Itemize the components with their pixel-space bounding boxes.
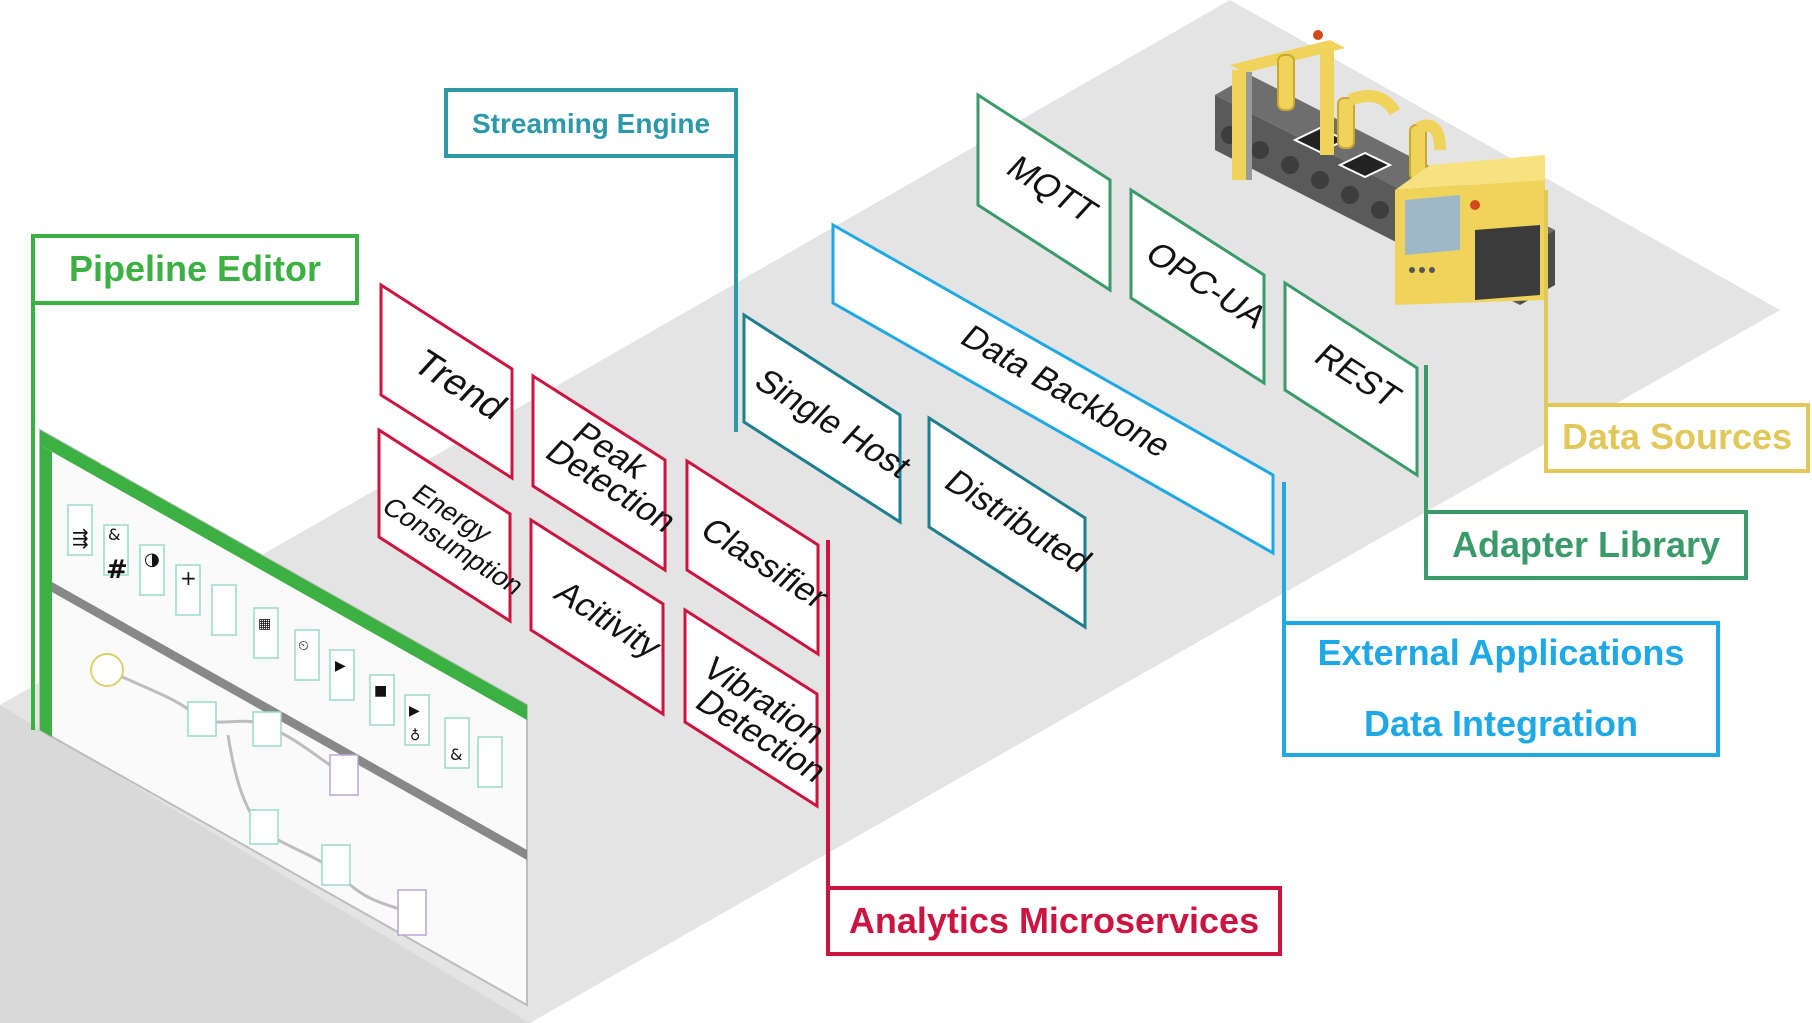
svg-text:&: & (108, 525, 120, 544)
svg-text:+: + (180, 566, 197, 590)
card-distributed (927, 415, 1087, 630)
pipeline-editor-title: Pipeline Editor (69, 248, 321, 289)
streaming-engine-title: Streaming Engine (472, 108, 710, 139)
pipeline-editor-box (31, 234, 359, 305)
pipeline-editor-group: Pipeline Editor StreamPipes Pipeline Edi… (31, 234, 528, 1007)
adapter-library-title: Adapter Library (1452, 524, 1720, 565)
card-single-host (742, 312, 902, 525)
card-opcua (1129, 187, 1266, 386)
card-mqtt (976, 92, 1112, 293)
svg-text:◑: ◑ (144, 549, 160, 570)
svg-text:▶: ▶ (335, 658, 346, 674)
card-classifier (685, 458, 820, 657)
adapter-library-box (1424, 510, 1748, 580)
svg-text:#: # (106, 555, 128, 585)
data-integration-title: Data Integration (1364, 703, 1638, 744)
card-trend (379, 282, 514, 481)
external-apps-box (1282, 621, 1720, 757)
external-applications-title: External Applications (1318, 632, 1685, 673)
pipeline-node-sink-1 (329, 754, 359, 796)
floor-edge (0, 705, 530, 1023)
card-peak (531, 373, 667, 573)
pipeline-node-source (90, 653, 124, 687)
adapter-group: MQTT OPC-UA REST Adapter Library (976, 92, 1748, 580)
card-energy (377, 427, 512, 624)
svg-text:▶: ▶ (409, 703, 420, 719)
editor-topbar (40, 430, 527, 720)
editor-palette-glyphs: ⇶ & # ◑ + ▦ ⏲ ▶ ■ ▶ ♁ & (72, 525, 462, 764)
sources-group: Data Sources (1544, 190, 1810, 473)
pipeline-node-3 (249, 809, 279, 845)
card-rest (1283, 280, 1419, 478)
card-vibration (683, 607, 819, 809)
streaming-engine-box (444, 88, 738, 158)
analytics-microservices-title: Analytics Microservices (849, 900, 1259, 941)
pipeline-node-sink-2 (397, 889, 427, 936)
pipeline-node-1 (187, 701, 217, 737)
pipeline-node-4 (321, 844, 351, 886)
pipeline-node-2 (252, 711, 282, 747)
svg-text:♁: ♁ (410, 728, 420, 744)
data-sources-title: Data Sources (1562, 416, 1792, 457)
svg-text:⏲: ⏲ (298, 638, 309, 654)
editor-pipeline-canvas (90, 653, 427, 936)
card-activity (529, 517, 665, 717)
svg-text:▦: ▦ (258, 616, 271, 632)
svg-text:■: ■ (374, 683, 387, 699)
card-data-backbone (831, 222, 1275, 556)
data-sources-box (1544, 403, 1810, 473)
editor-sidebar (40, 445, 52, 737)
svg-text:⇶: ⇶ (72, 526, 89, 550)
editor-divider-bar (52, 582, 527, 860)
analytics-microservices-box (826, 886, 1282, 956)
svg-text:&: & (450, 745, 462, 764)
editor-palette (67, 504, 503, 788)
